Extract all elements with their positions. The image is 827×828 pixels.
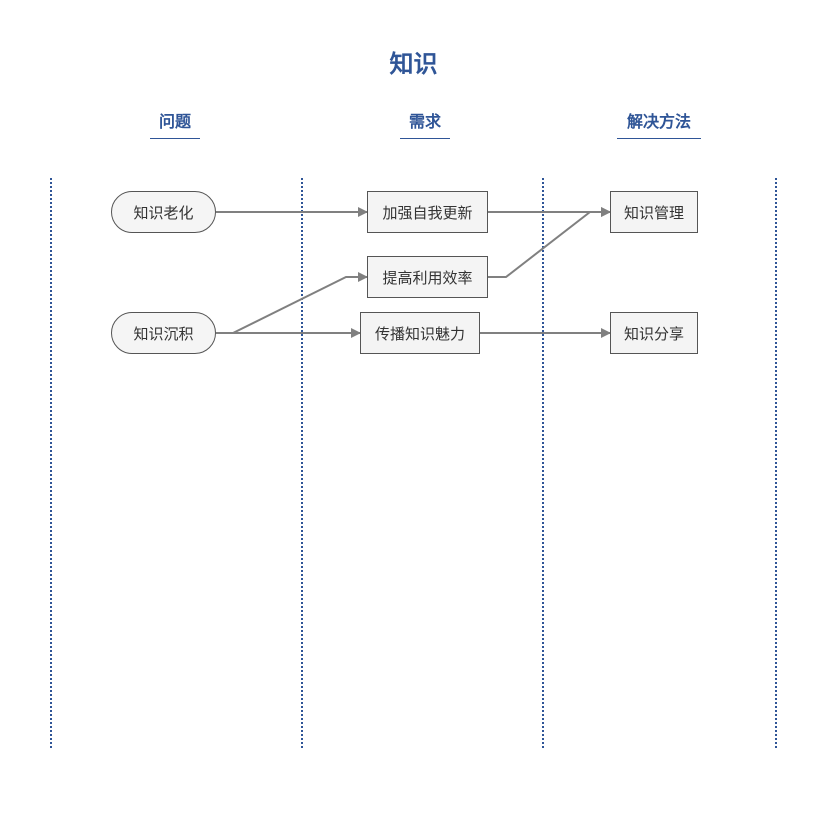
lane-divider xyxy=(50,178,52,748)
lane-divider xyxy=(301,178,303,748)
lane-header-demand: 需求 xyxy=(400,108,450,139)
lane-divider xyxy=(542,178,544,748)
lane-header-solution: 解决方法 xyxy=(617,108,701,139)
lane-header-problem: 问题 xyxy=(150,108,200,139)
diagram-title: 知识 xyxy=(389,50,438,78)
node-spread-charm[interactable]: 传播知识魅力 xyxy=(360,312,480,354)
node-knowledge-sharing[interactable]: 知识分享 xyxy=(610,312,698,354)
node-knowledge-aging[interactable]: 知识老化 xyxy=(111,191,216,233)
node-knowledge-accumulation[interactable]: 知识沉积 xyxy=(111,312,216,354)
edge-accumulation-to-efficiency xyxy=(216,272,368,334)
node-self-update[interactable]: 加强自我更新 xyxy=(367,191,488,233)
node-knowledge-management[interactable]: 知识管理 xyxy=(610,191,698,233)
node-efficiency[interactable]: 提高利用效率 xyxy=(367,256,488,298)
edge-efficiency-to-management xyxy=(488,207,611,278)
lane-divider xyxy=(775,178,777,748)
